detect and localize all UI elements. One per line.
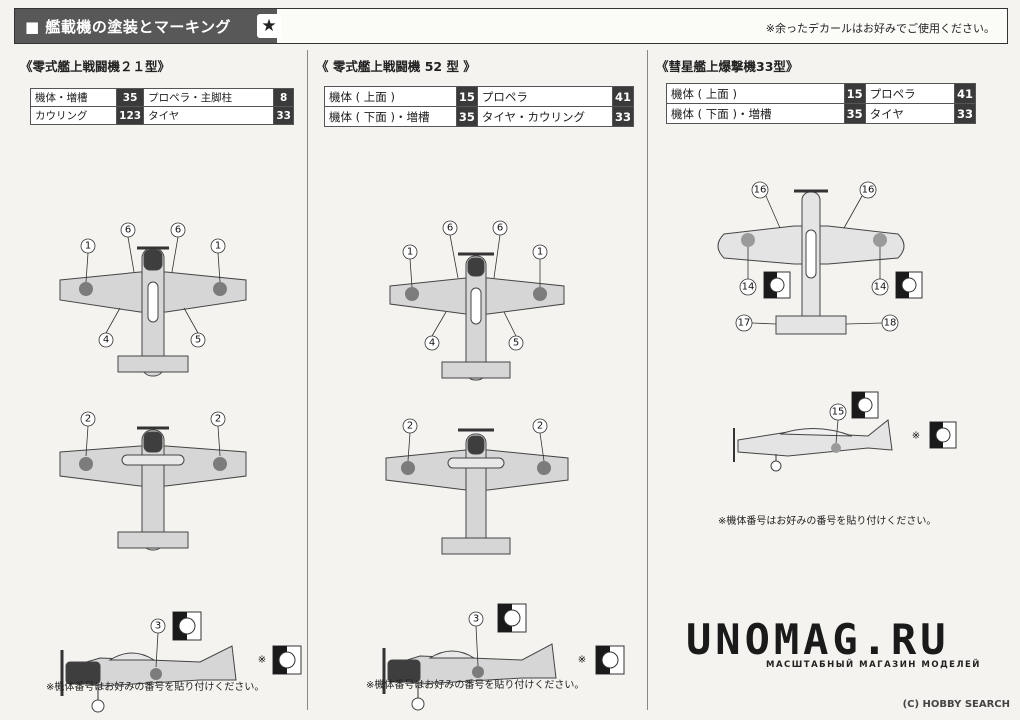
callout-number: 1 [537, 247, 543, 258]
column-divider [307, 50, 308, 710]
callout-number: 14 [742, 282, 755, 293]
column-suisei-33: 《彗星艦上爆撃機33型》 機体 ( 上面 ) 15 プロペラ 41 機体 ( 下… [648, 50, 1020, 710]
column-divider [647, 50, 648, 710]
callout-number: 3 [473, 614, 479, 625]
legend-label: 機体 ( 下面 )・増槽 [324, 106, 457, 127]
callout-number: 6 [175, 225, 181, 236]
callout-number: 5 [513, 338, 519, 349]
callout-number: 4 [103, 335, 109, 346]
column-title: 《彗星艦上爆撃機33型》 [656, 59, 799, 74]
callout-number: 6 [497, 223, 503, 234]
footnote: ※機体番号はお好みの番号を貼り付けください。 [366, 680, 585, 691]
header-title-bar: ■ 艦載機の塗装とマーキング [15, 9, 277, 43]
callout-number: 5 [195, 335, 201, 346]
suisei-drawings: ※ 16 16 14 14 17 18 15 [717, 181, 957, 472]
legend-label: プロペラ [864, 83, 955, 104]
callout-number: 18 [884, 318, 897, 329]
legend-label: タイヤ・カウリング [476, 106, 613, 127]
legend-label: 機体 ( 上面 ) [666, 83, 845, 104]
zero21-bottom-view [59, 426, 247, 551]
suisei-top-view [717, 189, 905, 335]
callout-number: 2 [85, 414, 91, 425]
callout-number: 3 [155, 621, 161, 632]
page-header: ■ 艦載機の塗装とマーキング ★ ※余ったデカールはお好みでご使用ください。 [14, 8, 1008, 44]
zero52-bottom-view [385, 428, 569, 555]
legend-row: 機体 ( 下面 )・増槽 35 タイヤ 33 [666, 103, 977, 124]
callout [80, 222, 226, 668]
legend-code: 35 [843, 103, 866, 124]
column-title: 《零式艦上戦闘機２１型》 [20, 59, 171, 74]
legend-code: 33 [611, 106, 635, 127]
legend-code: 33 [953, 103, 977, 124]
legend-row: 機体 ( 下面 )・増槽 35 タイヤ・カウリング 33 [324, 106, 635, 127]
legend-code: 33 [273, 106, 294, 125]
suisei-side-view [733, 419, 893, 472]
legend-code: 123 [116, 106, 145, 125]
color-legend-table: 機体 ( 上面 ) 15 プロペラ 41 機体 ( 下面 )・増槽 35 タイヤ… [324, 86, 635, 127]
column-title: 《 零式艦上戦闘機 52 型 》 [316, 59, 476, 74]
callout-number: 2 [407, 421, 413, 432]
zero52-side-view [382, 643, 557, 711]
callout-number: 1 [215, 241, 221, 252]
callout-number: 6 [447, 223, 453, 234]
legend-label: タイヤ [864, 103, 955, 124]
callout-number: 6 [125, 225, 131, 236]
hinomaru-decal [497, 603, 625, 675]
callout-number: 16 [862, 185, 875, 196]
legend-code: 15 [455, 86, 478, 107]
legend-row: 機体 ( 上面 ) 15 プロペラ 41 [666, 83, 977, 104]
zero21-side-view [60, 645, 237, 713]
star-icon: ★ [257, 14, 281, 38]
legend-label: プロペラ・主脚柱 [143, 88, 275, 107]
image-credit: (C) HOBBY SEARCH [902, 699, 1010, 710]
legend-code: 8 [273, 88, 294, 107]
zero52-drawings: ※ 1 6 6 1 4 5 2 2 3 [382, 220, 625, 711]
callout-number: 2 [537, 421, 543, 432]
watermark-brand: UNOMAG.RU [686, 615, 950, 664]
column-zero-type21: 《零式艦上戦闘機２１型》 機体・増槽 35 プロペラ・主脚柱 8 カウリング 1… [0, 50, 307, 713]
reference-mark: ※ [258, 655, 266, 666]
legend-row: カウリング 123 タイヤ 33 [29, 106, 294, 125]
callout-number: 17 [738, 318, 751, 329]
callout-number: 1 [85, 241, 91, 252]
page-title: ■ 艦載機の塗装とマーキング [25, 18, 231, 36]
callout-number: 14 [874, 282, 887, 293]
zero52-top-view [389, 252, 565, 381]
legend-label: タイヤ [143, 106, 275, 125]
zero21-drawings: ※ 1 6 6 1 4 5 2 2 3 [59, 222, 302, 713]
reference-mark: ※ [912, 431, 920, 442]
callout-number: 2 [215, 414, 221, 425]
watermark-subtitle: МАСШТАБНЫЙ МАГАЗИН МОДЕЛЕЙ [766, 660, 981, 670]
callout [735, 181, 899, 444]
callout [402, 220, 548, 667]
callout-number: 16 [754, 185, 767, 196]
reference-mark: ※ [578, 655, 586, 666]
hinomaru-decal [763, 271, 957, 449]
legend-label: 機体 ( 上面 ) [324, 86, 457, 107]
callout-number: 15 [832, 407, 845, 418]
legend-code: 35 [455, 106, 478, 127]
header-note: ※余ったデカールはお好みでご使用ください。 [765, 22, 995, 35]
callout-number: 1 [407, 247, 413, 258]
footnote: ※機体番号はお好みの番号を貼り付けください。 [46, 682, 265, 693]
callout-number: 4 [429, 338, 435, 349]
color-legend-table: 機体・増槽 35 プロペラ・主脚柱 8 カウリング 123 タイヤ 33 [29, 88, 294, 125]
zero21-top-view [59, 246, 247, 377]
column-zero-type52: 《 零式艦上戦闘機 52 型 》 機体 ( 上面 ) 15 プロペラ 41 機体… [308, 50, 647, 711]
hinomaru-decal [172, 611, 302, 675]
footnote: ※機体番号はお好みの番号を貼り付けください。 [718, 516, 937, 527]
legend-label: カウリング [29, 106, 118, 125]
legend-label: 機体 ( 下面 )・増槽 [666, 103, 845, 124]
color-legend-table: 機体 ( 上面 ) 15 プロペラ 41 機体 ( 下面 )・増槽 35 タイヤ… [666, 83, 977, 124]
